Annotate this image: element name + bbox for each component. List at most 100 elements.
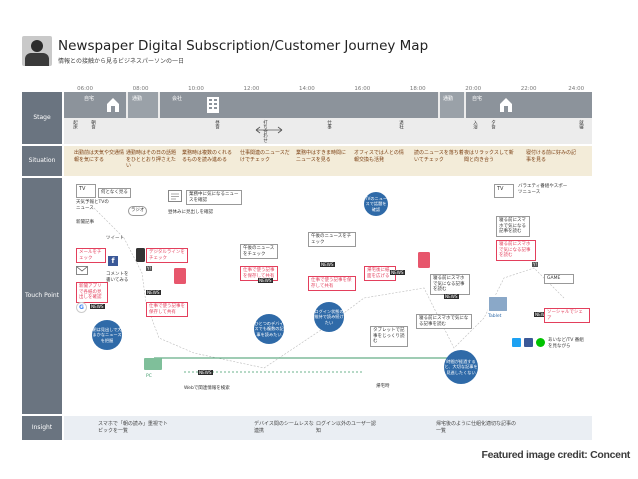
line-icon bbox=[536, 338, 545, 347]
news-icon: NEWS bbox=[320, 262, 335, 267]
touchpoint-text: バラエティ番組やスポーツニュース bbox=[518, 184, 568, 195]
stage-event: 仕事 bbox=[326, 120, 332, 129]
time-label: 06:00 bbox=[77, 86, 94, 92]
situation-item: 夜はリラックスして新聞と向き合う bbox=[464, 150, 514, 163]
touchpoint-text: あいなど/TV 番組を見ながら bbox=[548, 338, 584, 349]
stage-event: 夕食 bbox=[490, 120, 496, 129]
news-icon: NEWS bbox=[258, 278, 273, 283]
row-label-situation: Situation bbox=[22, 146, 62, 176]
mail-check-card: メールをチェック bbox=[76, 248, 106, 264]
insight-item: スマホで「朝の読み」重視でトピックを一覧 bbox=[98, 421, 168, 434]
stage-event: 退社 bbox=[398, 120, 404, 129]
touchpoint-band: TV 何となく見る 天気予報とTVのニュース ラジオ 新聞記事 ツイート メール… bbox=[64, 178, 592, 414]
smartphone-pink-icon bbox=[418, 252, 430, 268]
situation-item: オフィスでは人との情報交換も活発 bbox=[354, 150, 404, 163]
facebook-icon bbox=[524, 338, 533, 347]
game-card: GAME bbox=[544, 274, 574, 284]
insight-bubble: TVのニュースで話題を確認 bbox=[364, 192, 388, 216]
stage-block-office: 会社 bbox=[160, 92, 438, 118]
laptop-icon bbox=[144, 358, 162, 370]
touchpoint-card: 午後のニュースをチェック bbox=[308, 232, 356, 248]
touchpoint-card: 寝る前にスマホで気になる記事を読む bbox=[416, 314, 472, 330]
insight-bubble: 朝は見出しで大まかなニュースを把握 bbox=[92, 320, 122, 350]
news-app-card: 新聞アプリで各紙の見出しを確認 bbox=[76, 282, 108, 303]
situation-item: 読のニュースを落ち着いてチェック bbox=[414, 150, 464, 163]
stage-event: 就寝 bbox=[578, 120, 584, 129]
twitter-icon bbox=[512, 338, 521, 347]
time-label: 24:00 bbox=[568, 86, 585, 92]
page-subtitle: 情報との接触から見るビジネスパーソンの一日 bbox=[58, 58, 184, 65]
touchpoint-card: 何となく見る bbox=[98, 188, 131, 198]
insight-item: ログイン以外のユーザー認知 bbox=[316, 421, 376, 434]
image-credit: Featured image credit: Concent bbox=[481, 449, 630, 461]
smartphone-pink-icon bbox=[174, 268, 186, 284]
time-label: 08:00 bbox=[132, 86, 149, 92]
touchpoint-card: 仕事で使う記事を保存して共有 bbox=[146, 302, 188, 318]
touchpoint-text: 新聞記事 bbox=[76, 220, 94, 225]
journey-lines bbox=[93, 207, 565, 373]
touchpoint-card: 寝る前にスマホで気になる記事を読む bbox=[496, 240, 536, 261]
stage-event: 入浴 bbox=[472, 120, 478, 129]
news-icon: NEWS bbox=[198, 370, 213, 375]
touchpoint-text: Webで関連情報を検索 bbox=[184, 386, 230, 391]
news-icon: NEWS bbox=[390, 270, 405, 275]
touchpoint-card: 寝る前にスマホで気になる記事を読む bbox=[496, 216, 530, 237]
touchpoint-text: 昼休みに見出しを確認 bbox=[168, 210, 213, 215]
situation-item: 業務中はすきま時間にニュースを見る bbox=[296, 150, 347, 163]
touchpoint-card: デジタルラインをチェック bbox=[146, 248, 188, 264]
double-arrow-icon bbox=[255, 126, 283, 134]
tv-icon: TV bbox=[76, 184, 96, 198]
stage-block-commute: 通勤 bbox=[128, 92, 158, 118]
document-icon bbox=[168, 190, 182, 202]
avatar-head bbox=[31, 40, 43, 52]
yahoo-icon: Y! bbox=[146, 266, 153, 271]
time-label: 18:00 bbox=[409, 86, 426, 92]
pc-label: PC bbox=[146, 374, 152, 379]
time-label: 22:00 bbox=[520, 86, 537, 92]
time-label: 16:00 bbox=[354, 86, 371, 92]
situation-item: 仕事関連のニュースだけでチェック bbox=[240, 150, 290, 163]
insight-bubble: ひとつのデバイスでも複数の記事を読みたい bbox=[254, 314, 284, 344]
house-icon bbox=[500, 98, 512, 112]
touchpoint-card: 午後のニュースをチェック bbox=[240, 244, 278, 260]
stage-block-home-evening: 自宅 bbox=[466, 92, 592, 118]
stage-event: 打ち合わせ bbox=[262, 120, 268, 143]
google-icon: G bbox=[76, 302, 87, 313]
time-label: 12:00 bbox=[243, 86, 260, 92]
avatar-body bbox=[25, 53, 49, 66]
page-title: Newspaper Digital Subscription/Customer … bbox=[58, 38, 429, 54]
touchpoint-text: 帰宅時 bbox=[376, 384, 390, 389]
touchpoint-card: 仕事で使う記事を保存して共有 bbox=[308, 276, 356, 292]
row-label-touchpoint: Touch Point bbox=[22, 178, 62, 414]
insight-band: スマホで「朝の読み」重視でトピックを一覧 デバイス間のシームレスな連携 ログイン… bbox=[64, 416, 592, 440]
stage-event: 昼食 bbox=[214, 120, 220, 129]
row-label-stage: Stage bbox=[22, 92, 62, 144]
touchpoint-text: コメントを書いてみる bbox=[106, 272, 129, 283]
house-icon bbox=[107, 98, 119, 112]
time-label: 14:00 bbox=[298, 86, 315, 92]
stage-event: 起床 bbox=[72, 120, 78, 129]
tablet-label: Tablet bbox=[488, 314, 502, 319]
situation-item: 寝付ける前に好みの記事を見る bbox=[526, 150, 577, 163]
news-icon: NEWS bbox=[90, 304, 105, 309]
news-icon: NEWS bbox=[444, 294, 459, 299]
yahoo-icon: Y! bbox=[532, 262, 539, 267]
touchpoint-card: 寝る前にスマホで気になる記事を読む bbox=[430, 274, 470, 295]
insight-item: デバイス間のシームレスな連携 bbox=[254, 421, 314, 434]
tv-icon: TV bbox=[494, 184, 514, 198]
insight-bubble: ログイン状態の維持で読み続けたい bbox=[314, 302, 344, 332]
mail-icon bbox=[76, 266, 88, 275]
situation-item: 業務時は複数のくれるるものを読み進める bbox=[182, 150, 233, 163]
news-icon: NEWS bbox=[534, 312, 549, 317]
situation-item: 出勤前は天気や交通情報を気にする bbox=[74, 150, 125, 163]
row-label-insight: Insight bbox=[22, 416, 62, 440]
stage-band: 自宅 通勤 会社 通勤 自宅 起床 朝食 昼食 打ち合わせ 仕事 退社 入浴 夕… bbox=[64, 92, 592, 144]
news-icon: NEWS bbox=[146, 290, 161, 295]
insight-bubble: 時間が経過すると、大切な記事を見逃したくない bbox=[444, 350, 478, 384]
tablet-icon bbox=[488, 296, 508, 312]
situation-band: 出勤前は天気や交通情報を気にする 通勤時はその日の話題をひととおり押さえたい 業… bbox=[64, 146, 592, 176]
touchpoint-card: ソーシャルでシェア bbox=[544, 308, 590, 324]
stage-block-commute-back: 通勤 bbox=[440, 92, 464, 118]
presenter-avatar bbox=[22, 36, 52, 66]
touchpoint-text: 天気予報とTVのニュース bbox=[76, 200, 109, 211]
